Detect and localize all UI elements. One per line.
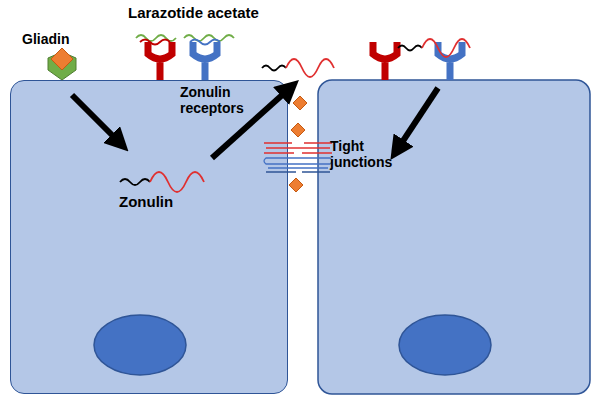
peptide-wave — [184, 35, 234, 41]
node-label: Zonulin — [119, 193, 209, 210]
peptide-wave — [136, 35, 176, 41]
receptor-label: Zonulin receptors — [180, 84, 256, 116]
larazotide-peptides — [136, 35, 234, 45]
gliadin-fragments — [289, 96, 307, 192]
epithelial-cell — [318, 80, 590, 394]
gliadin-carrier — [48, 52, 76, 80]
receptor-symbol — [373, 42, 397, 80]
gliadin-diamond — [289, 178, 303, 192]
zonulin-wave — [262, 66, 286, 71]
peptide-wave — [140, 40, 170, 45]
receptor-symbol — [438, 42, 462, 80]
drug-label: Larazotide acetate — [128, 4, 308, 21]
zonulin-wave — [286, 59, 334, 77]
nucleus — [399, 315, 491, 375]
epithelial-cell: Zonulin — [10, 80, 288, 394]
peptide-wave — [190, 40, 220, 45]
zonulin-wave — [398, 46, 422, 51]
zonulin-receptors — [148, 42, 462, 80]
gliadin-diamond — [293, 96, 307, 110]
gliadin-label: Gliadin — [22, 31, 92, 47]
gliadin-diamond — [291, 123, 305, 137]
junction-label: Tight junctions — [330, 138, 410, 170]
gliadin-diamond — [51, 48, 73, 70]
arrow — [397, 88, 438, 150]
zonulin-wave — [422, 39, 470, 57]
receptor-symbol — [193, 42, 217, 80]
receptor-symbol — [148, 42, 172, 80]
gliadin-symbol — [48, 48, 76, 80]
